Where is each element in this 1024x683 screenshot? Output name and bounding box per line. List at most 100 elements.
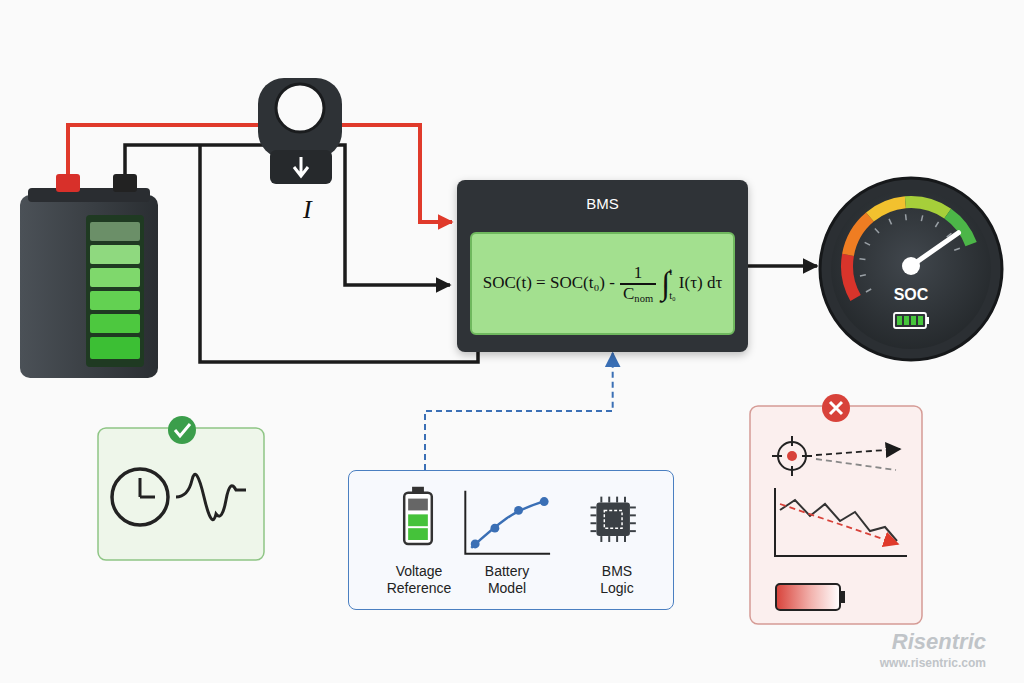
- gauge-dial-part: [848, 217, 870, 255]
- input-icons-part: [604, 510, 622, 528]
- good-panel-part: [168, 416, 196, 444]
- good-panel-part: [112, 469, 168, 525]
- connector-arrow: [748, 264, 817, 268]
- gauge-dial-part: [870, 202, 906, 217]
- gauge-dial-part: [902, 257, 920, 275]
- gauge-dial-part: [926, 317, 929, 324]
- input-icons-part: [408, 499, 428, 511]
- gauge-dial-part: [820, 178, 1002, 360]
- input-icons-part: [404, 493, 432, 544]
- bad-panel-part: [822, 394, 850, 422]
- current-sensor-part: [276, 84, 324, 132]
- battery-part: [86, 215, 144, 367]
- input-label: Battery Model: [485, 563, 529, 597]
- bad-panel-part: [750, 406, 922, 624]
- good-panel: [98, 416, 264, 560]
- integral-sign: ∫: [661, 266, 670, 302]
- input-icons-part: [591, 514, 597, 516]
- battery-part: [90, 245, 140, 264]
- gauge-dial-part: [921, 215, 922, 221]
- current-sensor-part: [294, 157, 308, 176]
- good-panel-part: [98, 428, 264, 560]
- input-icons-part: [591, 530, 597, 532]
- input-icons-part: [600, 497, 602, 503]
- input-label: Voltage Reference: [387, 563, 452, 597]
- gauge-dial-part: [875, 229, 879, 233]
- battery-part: [56, 174, 80, 192]
- input-icons-part: [608, 497, 610, 503]
- fraction-numerator: 1: [634, 264, 643, 283]
- integrand: I(τ) dτ: [679, 274, 722, 293]
- battery-part: [90, 337, 140, 359]
- current-symbol: I: [303, 196, 312, 225]
- gauge-dial: [818, 176, 1004, 362]
- fraction-denominator: C: [623, 285, 634, 304]
- gauge-dial-part: [831, 189, 991, 349]
- battery: [20, 174, 158, 378]
- bms-box: BMSSOC(t) = SOC(t₀) -1Cnom∫tt₀I(τ) dτ: [457, 180, 748, 352]
- battery-part: [20, 195, 158, 378]
- input-icons-part: [490, 524, 499, 533]
- formula-box: SOC(t) = SOC(t₀) -1Cnom∫tt₀I(τ) dτ: [470, 232, 735, 335]
- bad-panel-part: [780, 504, 898, 544]
- watermark: Risentric: [892, 630, 986, 654]
- gauge-dial-part: [935, 222, 938, 227]
- inputs-box: Voltage ReferenceBattery ModelBMS Logic: [348, 470, 674, 610]
- bad-panel: [750, 394, 922, 624]
- input-icons-part: [540, 497, 549, 506]
- input-icons-part: [624, 497, 626, 503]
- input-icons-part: [591, 522, 597, 524]
- battery-part: [90, 268, 140, 287]
- gauge-dial-part: [905, 202, 947, 214]
- dashed-connector: [425, 353, 613, 470]
- input-icons-part: [514, 506, 523, 515]
- battery-part: [113, 174, 137, 192]
- input-icons-part: [616, 497, 618, 503]
- input-icons-part: [471, 501, 546, 548]
- gauge-dial-part: [847, 255, 856, 298]
- box-title: BMS: [457, 196, 748, 213]
- gauge-dial-part: [897, 316, 902, 325]
- gauge-label: SOC: [818, 286, 1004, 304]
- wires-part: [200, 145, 478, 362]
- gauge-dial-part: [954, 248, 960, 250]
- formula-term: SOC(t) = SOC(t₀) -: [483, 274, 615, 293]
- input-icons-part: [600, 536, 602, 542]
- input-icons-part: [408, 514, 428, 526]
- denominator-subscript: nom: [634, 293, 653, 305]
- current-sensor: [258, 78, 342, 184]
- input-icons-part: [591, 506, 597, 508]
- good-panel-part: [140, 478, 155, 497]
- bad-panel-part: [780, 500, 897, 541]
- bad-panel-part: [775, 488, 907, 556]
- gauge-dial-part: [904, 316, 909, 325]
- gauge-dial-part: [894, 313, 926, 328]
- bad-panel-part: [778, 442, 806, 470]
- input-icons-part: [596, 503, 630, 537]
- battery-part: [90, 222, 140, 241]
- input-icons-part: [608, 536, 610, 542]
- input-icons-part: [630, 530, 636, 532]
- input-icons-part: [630, 514, 636, 516]
- current-sensor-part: [270, 150, 332, 184]
- upper-limit: t: [669, 266, 672, 278]
- gauge-dial-part: [866, 289, 871, 292]
- watermark-url: www.risentric.com: [880, 657, 986, 670]
- input-icons-part: [630, 506, 636, 508]
- bad-panel-part: [830, 402, 842, 414]
- battery-part: [90, 291, 140, 310]
- input-icons-part: [465, 491, 550, 554]
- gauge-dial-part: [860, 275, 866, 276]
- gauge-dial-part: [918, 316, 923, 325]
- bad-panel-part: [787, 451, 797, 461]
- input-icons-part: [630, 522, 636, 524]
- good-panel-part: [176, 474, 246, 519]
- input-icons-part: [624, 536, 626, 542]
- bad-panel-part: [816, 449, 900, 455]
- gauge-dial-part: [911, 316, 916, 325]
- input-icons-part: [412, 487, 424, 493]
- gauge-dial-part: [905, 214, 907, 220]
- input-icons-part: [471, 540, 480, 549]
- bad-panel-part: [776, 584, 840, 610]
